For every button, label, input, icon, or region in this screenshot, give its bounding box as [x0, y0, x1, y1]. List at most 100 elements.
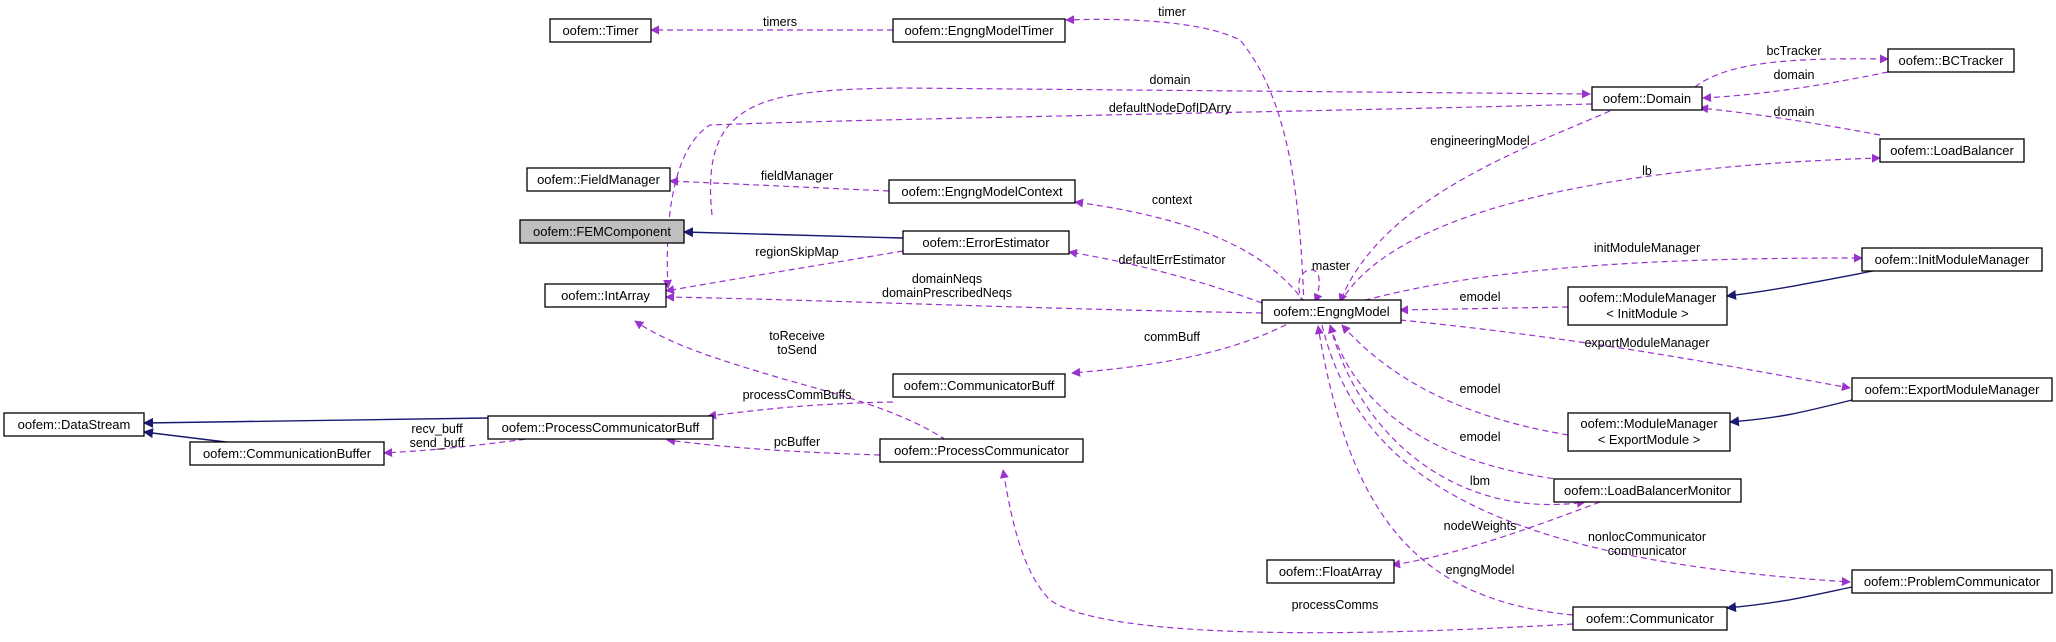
- node-engng-model-timer-label: oofem::EngngModelTimer: [904, 23, 1054, 38]
- node-process-communicator[interactable]: oofem::ProcessCommunicator: [879, 438, 1084, 463]
- label-domain-from-lb: domain: [1774, 105, 1815, 119]
- node-module-manager-init[interactable]: oofem::ModuleManager < InitModule >: [1567, 286, 1728, 326]
- node-engng-model-context[interactable]: oofem::EngngModelContext: [888, 179, 1076, 204]
- node-data-stream[interactable]: oofem::DataStream: [3, 412, 145, 437]
- node-communicator-buff[interactable]: oofem::CommunicatorBuff: [892, 373, 1066, 398]
- node-load-balancer-label: oofem::LoadBalancer: [1890, 143, 2014, 158]
- node-module-manager-export-label-1: oofem::ModuleManager: [1580, 416, 1718, 431]
- label-timer: timer: [1158, 5, 1186, 19]
- edge-inherit-process-communicator-buff: [143, 417, 489, 428]
- edge-nonloc-communicator: [1321, 324, 1851, 586]
- node-data-stream-label: oofem::DataStream: [18, 417, 131, 432]
- node-engng-model[interactable]: oofem::EngngModel: [1261, 299, 1402, 324]
- label-default-err-estimator: defaultErrEstimator: [1119, 253, 1226, 267]
- node-load-balancer-monitor[interactable]: oofem::LoadBalancerMonitor: [1553, 478, 1742, 503]
- label-emodel-lbm: emodel: [1460, 430, 1501, 444]
- node-bc-tracker-label: oofem::BCTracker: [1899, 53, 2005, 68]
- label-bc-tracker: bcTracker: [1766, 44, 1821, 58]
- label-engineering-model: engineeringModel: [1430, 134, 1529, 148]
- node-communicator-label: oofem::Communicator: [1586, 611, 1715, 626]
- node-load-balancer-monitor-label: oofem::LoadBalancerMonitor: [1564, 483, 1732, 498]
- node-field-manager[interactable]: oofem::FieldManager: [526, 167, 671, 192]
- node-engng-model-timer[interactable]: oofem::EngngModelTimer: [892, 18, 1066, 43]
- label-domain-from-bc: domain: [1774, 68, 1815, 82]
- node-problem-communicator[interactable]: oofem::ProblemCommunicator: [1851, 569, 2053, 594]
- edge-emodel-lbm: [1328, 324, 1584, 483]
- label-master: master: [1312, 259, 1350, 273]
- edge-process-comm-buffs: [707, 401, 894, 420]
- node-fem-component-label: oofem::FEMComponent: [533, 224, 671, 239]
- label-init-module-manager: initModuleManager: [1594, 241, 1700, 255]
- node-timer-label: oofem::Timer: [562, 23, 639, 38]
- edge-inherit-export-module-manager: [1729, 399, 1853, 427]
- edge-domain-from-bc: [1702, 71, 1889, 103]
- edge-engineering-model: [1338, 110, 1611, 303]
- node-process-communicator-buff[interactable]: oofem::ProcessCommunicatorBuff: [487, 415, 714, 440]
- edge-to-receive: [634, 320, 947, 441]
- edge-bc-tracker: [1694, 54, 1889, 88]
- label-export-module-manager: exportModuleManager: [1584, 336, 1709, 350]
- node-communication-buffer-label: oofem::CommunicationBuffer: [203, 446, 372, 461]
- label-communicator: communicator: [1608, 544, 1687, 558]
- edge-lb: [1339, 153, 1881, 304]
- node-domain[interactable]: oofem::Domain: [1591, 86, 1703, 111]
- node-module-manager-init-label-1: oofem::ModuleManager: [1579, 290, 1717, 305]
- node-field-manager-label: oofem::FieldManager: [537, 172, 661, 187]
- edge-inherit-communication-buffer: [143, 428, 235, 444]
- edge-process-comms: [999, 469, 1574, 634]
- edge-default-node-dof-id-arry: [663, 103, 1593, 289]
- label-domain-top: domain: [1150, 73, 1191, 87]
- label-engng-model: engngModel: [1446, 563, 1515, 577]
- node-communicator[interactable]: oofem::Communicator: [1572, 606, 1728, 631]
- node-problem-communicator-label: oofem::ProblemCommunicator: [1864, 574, 2041, 589]
- node-export-module-manager[interactable]: oofem::ExportModuleManager: [1851, 377, 2053, 402]
- node-process-communicator-buff-label: oofem::ProcessCommunicatorBuff: [502, 420, 700, 435]
- edges: [143, 15, 1889, 634]
- edge-field-manager: [669, 176, 890, 192]
- label-pc-buffer: pcBuffer: [774, 435, 820, 449]
- edge-labels: timers timer domain defaultNodeDofIDArry…: [410, 5, 1822, 612]
- label-process-comm-buffs: processCommBuffs: [743, 388, 852, 402]
- node-init-module-manager-label: oofem::InitModuleManager: [1875, 252, 2030, 267]
- node-bc-tracker[interactable]: oofem::BCTracker: [1887, 48, 2015, 73]
- label-emodel-init: emodel: [1460, 290, 1501, 304]
- node-init-module-manager[interactable]: oofem::InitModuleManager: [1861, 247, 2043, 272]
- label-process-comms: processComms: [1292, 598, 1379, 612]
- edge-export-module-manager: [1399, 319, 1851, 391]
- node-timer[interactable]: oofem::Timer: [549, 18, 652, 43]
- label-timers: timers: [763, 15, 797, 29]
- edge-context: [1074, 198, 1306, 304]
- edge-inherit-problem-communicator: [1726, 586, 1853, 613]
- label-to-send: toSend: [777, 343, 817, 357]
- node-fem-component[interactable]: oofem::FEMComponent: [519, 219, 685, 244]
- label-emodel-export: emodel: [1460, 382, 1501, 396]
- edge-engng-model: [1314, 325, 1574, 616]
- node-load-balancer[interactable]: oofem::LoadBalancer: [1879, 138, 2025, 163]
- node-float-array-label: oofem::FloatArray: [1279, 564, 1383, 579]
- label-field-manager: fieldManager: [761, 169, 833, 183]
- label-default-node-dof-id-arry: defaultNodeDofIDArry: [1109, 101, 1232, 115]
- node-float-array[interactable]: oofem::FloatArray: [1266, 559, 1395, 584]
- label-nonloc-communicator: nonlocCommunicator: [1588, 530, 1706, 544]
- node-module-manager-export[interactable]: oofem::ModuleManager < ExportModule >: [1567, 412, 1731, 452]
- label-node-weights: nodeWeights: [1444, 519, 1517, 533]
- node-error-estimator-label: oofem::ErrorEstimator: [922, 235, 1050, 250]
- node-process-communicator-label: oofem::ProcessCommunicator: [894, 443, 1070, 458]
- edge-domain-neqs: [665, 292, 1263, 314]
- label-lbm: lbm: [1470, 474, 1490, 488]
- node-communicator-buff-label: oofem::CommunicatorBuff: [904, 378, 1055, 393]
- label-domain-neqs: domainNeqs: [912, 272, 982, 286]
- edge-region-skip-map: [665, 250, 904, 295]
- node-int-array[interactable]: oofem::IntArray: [544, 283, 667, 308]
- edge-inherit-init-module-manager: [1726, 270, 1874, 300]
- nodes: oofem::Timer oofem::EngngModelTimer oofe…: [3, 18, 2053, 631]
- node-communication-buffer[interactable]: oofem::CommunicationBuffer: [189, 441, 385, 466]
- edge-emodel-init: [1399, 305, 1569, 315]
- node-error-estimator[interactable]: oofem::ErrorEstimator: [902, 230, 1070, 255]
- edge-emodel-export: [1341, 324, 1569, 436]
- label-comm-buff: commBuff: [1144, 330, 1201, 344]
- edge-init-module-manager: [1354, 253, 1863, 304]
- label-lb: lb: [1642, 164, 1652, 178]
- edge-timer: [1065, 15, 1305, 306]
- edge-recv-buff: [383, 437, 536, 458]
